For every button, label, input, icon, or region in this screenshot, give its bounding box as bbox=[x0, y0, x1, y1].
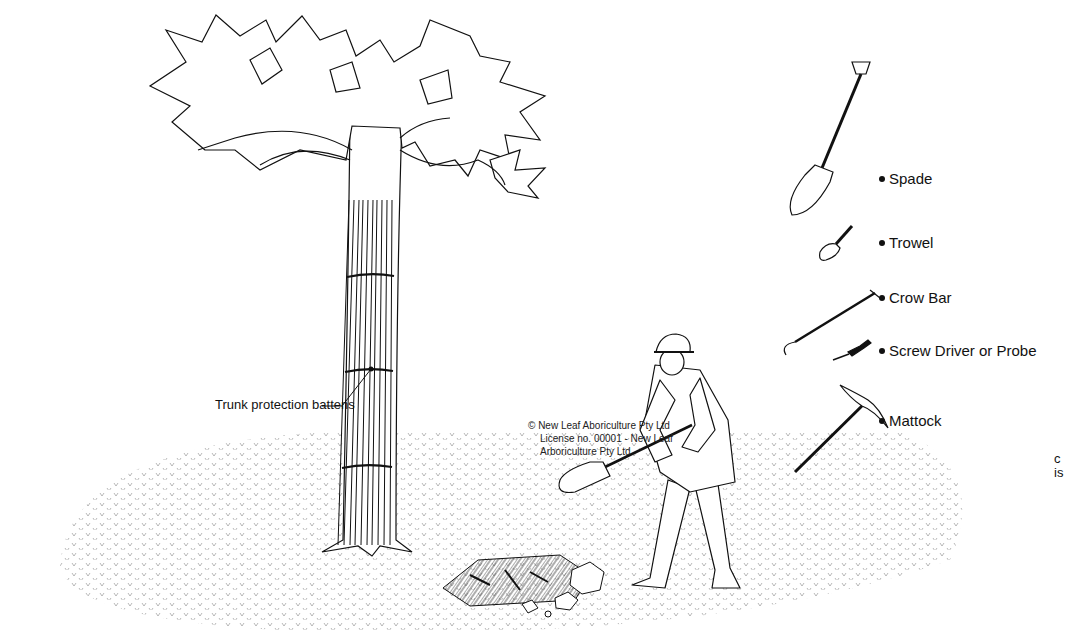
part-label: Trunk protection battens bbox=[215, 398, 355, 413]
tool-crowbar-icon bbox=[784, 290, 880, 355]
tool-label: Spade bbox=[889, 170, 932, 187]
watermark: © New Leaf Aboriculture Pty Ltd bbox=[528, 420, 670, 432]
tool-label: Crow Bar bbox=[889, 289, 952, 306]
tree-trunk bbox=[322, 118, 412, 556]
tool-mattock-icon bbox=[795, 385, 888, 472]
bullet-points bbox=[879, 176, 885, 424]
note-text: c bbox=[1054, 452, 1061, 467]
excavation-hole bbox=[443, 555, 604, 617]
tool-label: Screw Driver or Probe bbox=[889, 342, 1037, 359]
tool-label: Mattock bbox=[889, 412, 942, 429]
tool-trowel-icon bbox=[820, 226, 852, 260]
tree-branches bbox=[198, 118, 505, 185]
tree-crown bbox=[150, 15, 545, 198]
watermark: License no. 00001 - New Leaf bbox=[540, 433, 673, 445]
tool-screwdriver-icon bbox=[833, 340, 871, 360]
ground-area bbox=[60, 430, 962, 633]
worker-figure bbox=[632, 334, 740, 588]
trunk-battens bbox=[338, 200, 394, 545]
tool-spade-icon bbox=[790, 62, 870, 215]
note-text: is bbox=[1054, 466, 1063, 481]
watermark: Arboriculture Pty Ltd bbox=[540, 446, 631, 458]
tool-label: Trowel bbox=[889, 234, 933, 251]
